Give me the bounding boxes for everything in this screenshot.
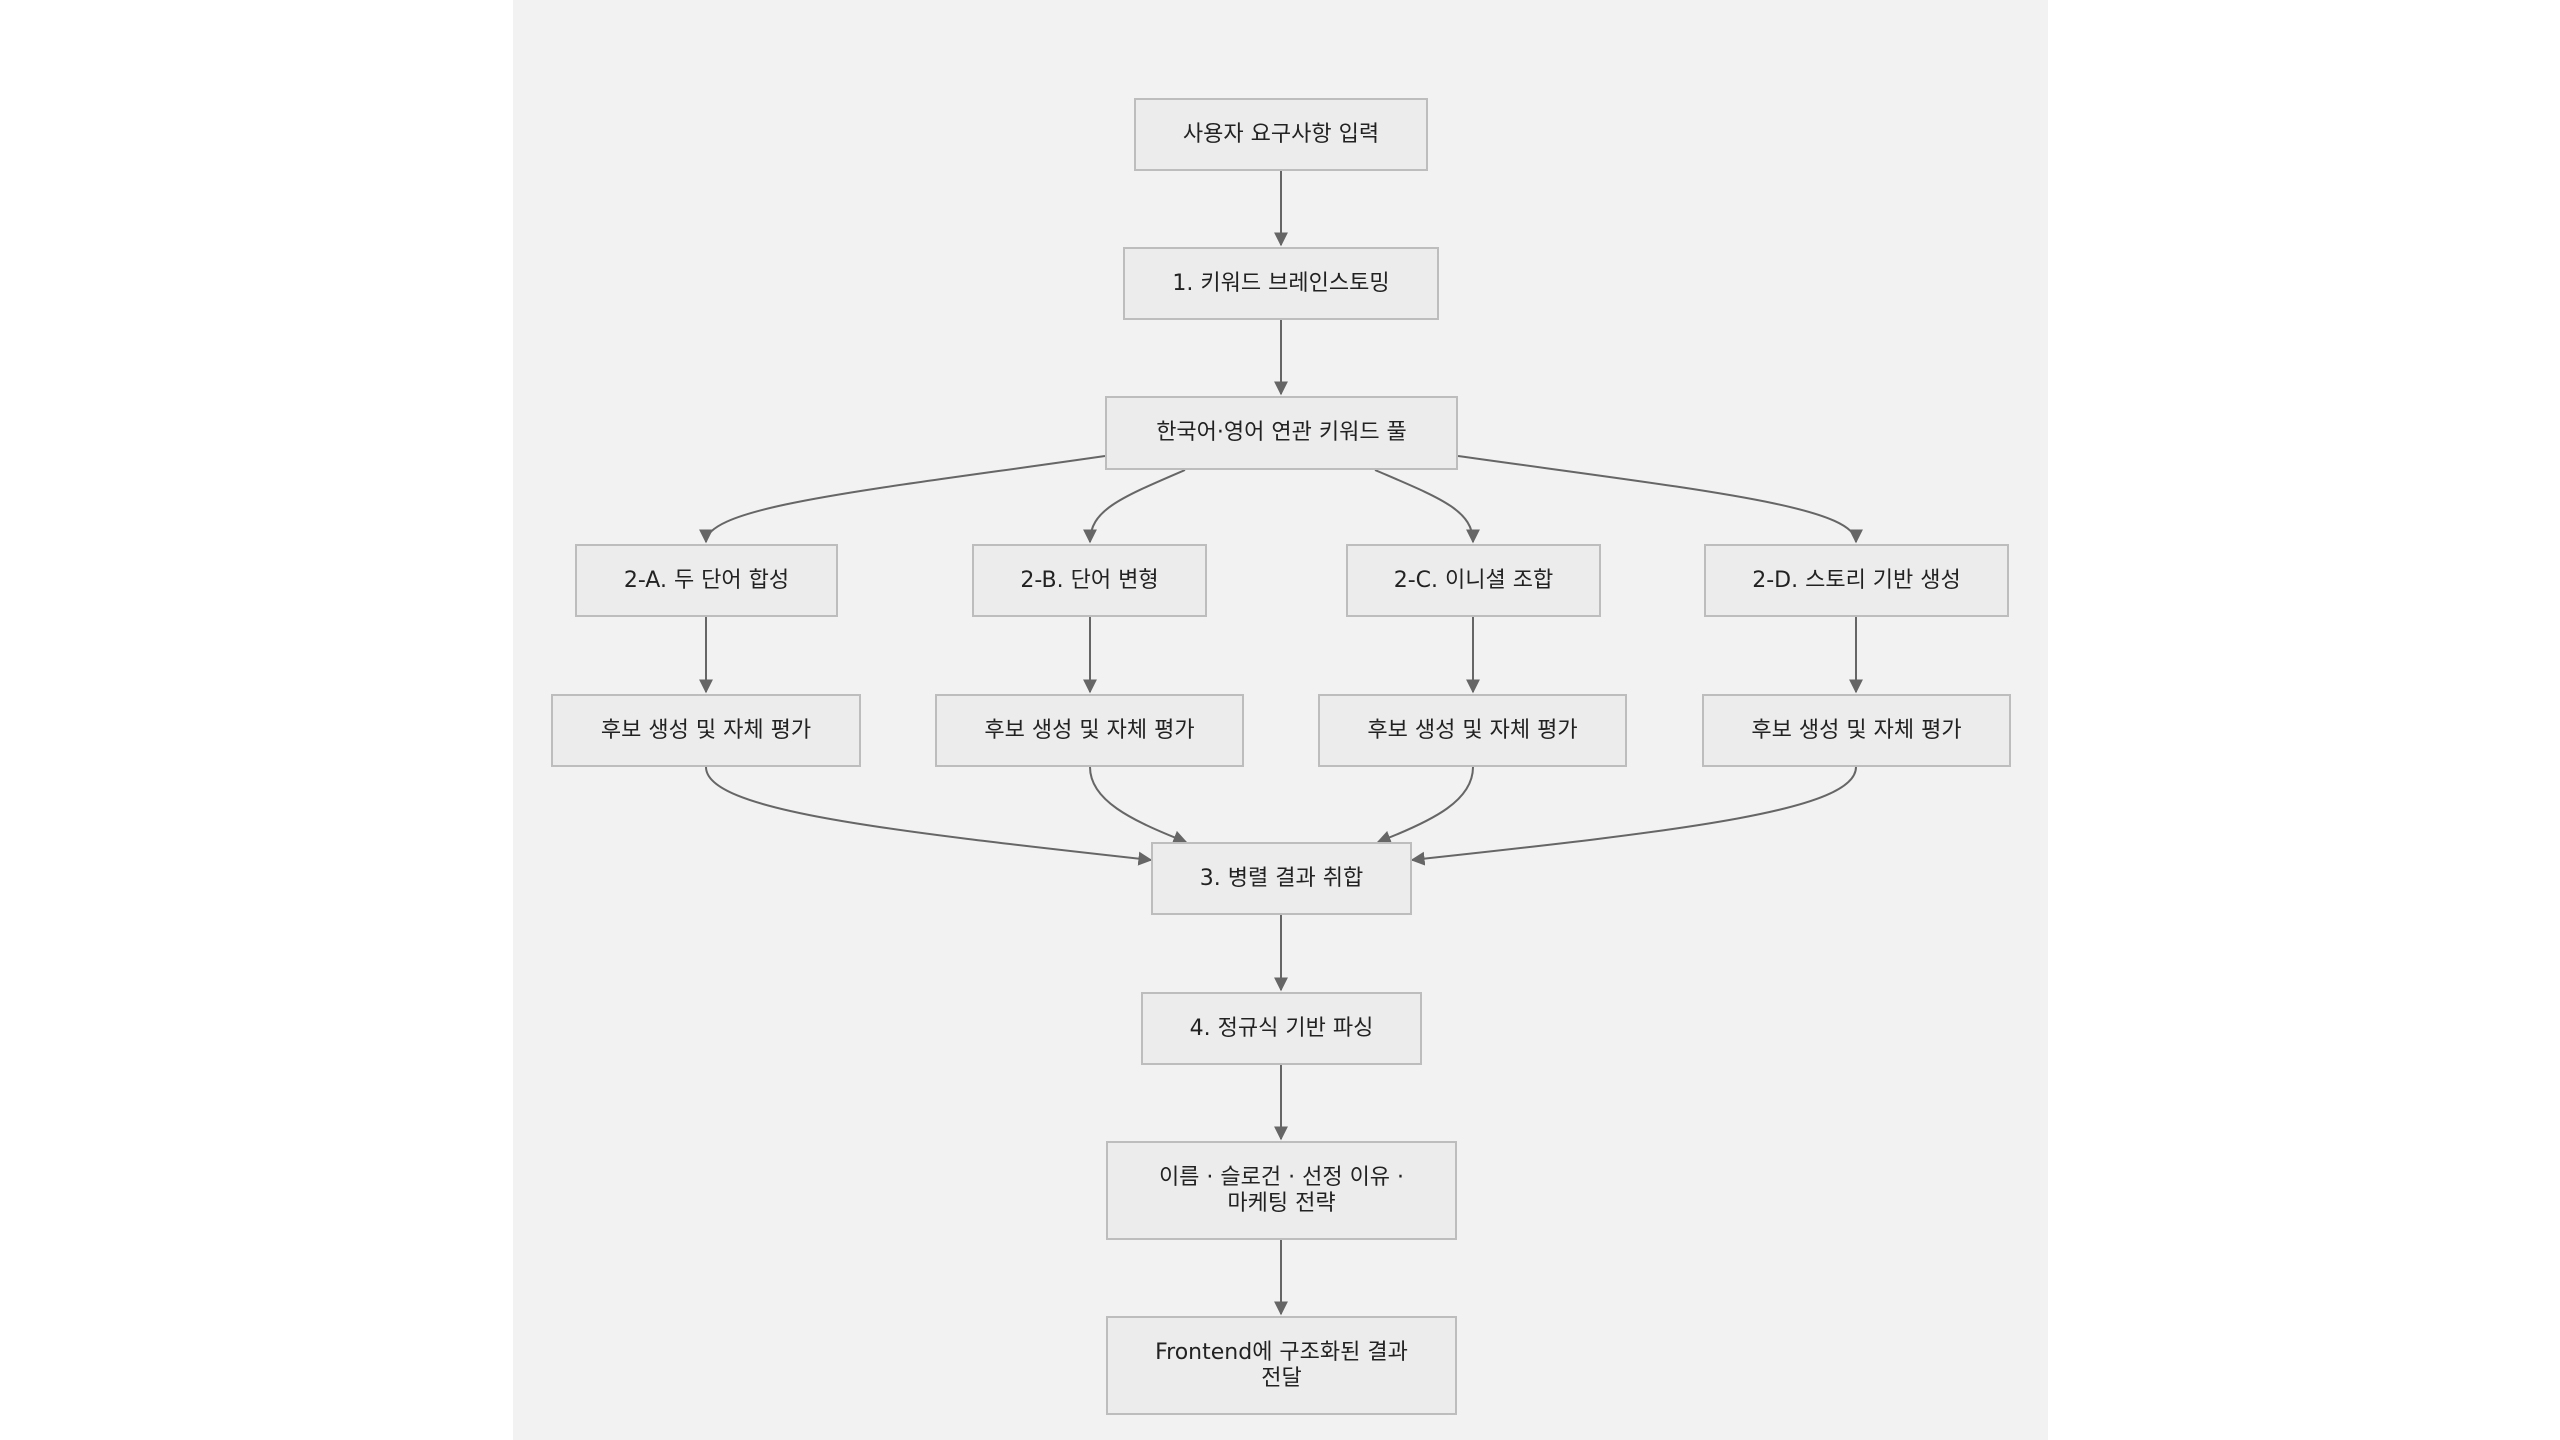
node-keyword-pool: 한국어·영어 연관 키워드 풀 [1105,396,1458,470]
node-eval-b: 후보 생성 및 자체 평가 [935,694,1244,767]
node-step2d: 2-D. 스토리 기반 생성 [1704,544,2009,617]
node-user-input: 사용자 요구사항 입력 [1134,98,1428,171]
node-step2a: 2-A. 두 단어 합성 [575,544,838,617]
node-step2c: 2-C. 이니셜 조합 [1346,544,1601,617]
node-step2b: 2-B. 단어 변형 [972,544,1207,617]
node-step1-keyword-brainstorming: 1. 키워드 브레인스토밍 [1123,247,1439,320]
node-output-fields: 이름 · 슬로건 · 선정 이유 · 마케팅 전략 [1106,1141,1457,1240]
node-step3-aggregate: 3. 병렬 결과 취합 [1151,842,1412,915]
node-eval-d: 후보 생성 및 자체 평가 [1702,694,2011,767]
node-step4-regex-parsing: 4. 정규식 기반 파싱 [1141,992,1422,1065]
node-eval-c: 후보 생성 및 자체 평가 [1318,694,1627,767]
node-eval-a: 후보 생성 및 자체 평가 [551,694,861,767]
node-frontend-delivery: Frontend에 구조화된 결과 전달 [1106,1316,1457,1415]
